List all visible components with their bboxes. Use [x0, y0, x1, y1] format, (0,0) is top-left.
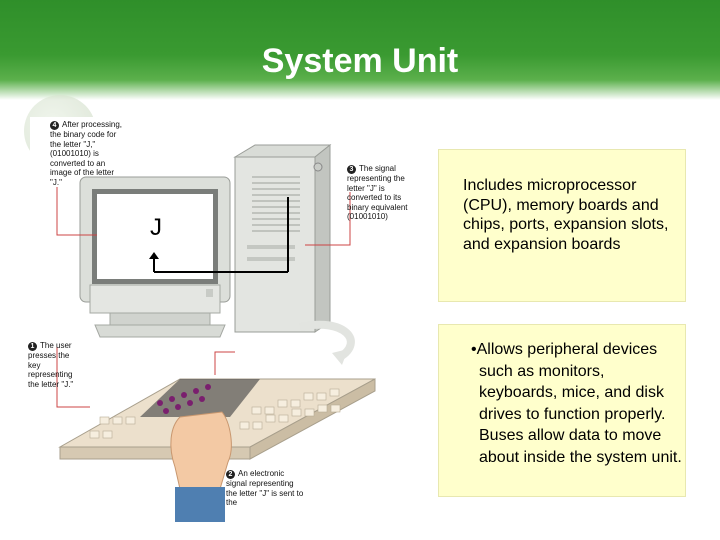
buses-text: Allows peripheral devices such as monito… [476, 341, 682, 466]
monitor-letter: J [150, 214, 162, 241]
slide-title: System Unit [261, 42, 459, 80]
monitor: J [79, 176, 289, 338]
bullet-icon: • [471, 341, 477, 358]
buses-text-box: •Allows peripheral devices such as monit… [438, 324, 686, 497]
hand [170, 411, 232, 522]
tower-case [233, 143, 332, 333]
system-unit-illustration: J [28, 117, 413, 522]
components-description: Includes microprocessor (CPU), memory bo… [463, 177, 669, 253]
computer-diagram: J [56, 143, 376, 522]
components-text-box: Includes microprocessor (CPU), memory bo… [438, 149, 686, 302]
buses-description: •Allows peripheral devices such as monit… [471, 339, 684, 468]
title-bar: System Unit [0, 0, 720, 100]
